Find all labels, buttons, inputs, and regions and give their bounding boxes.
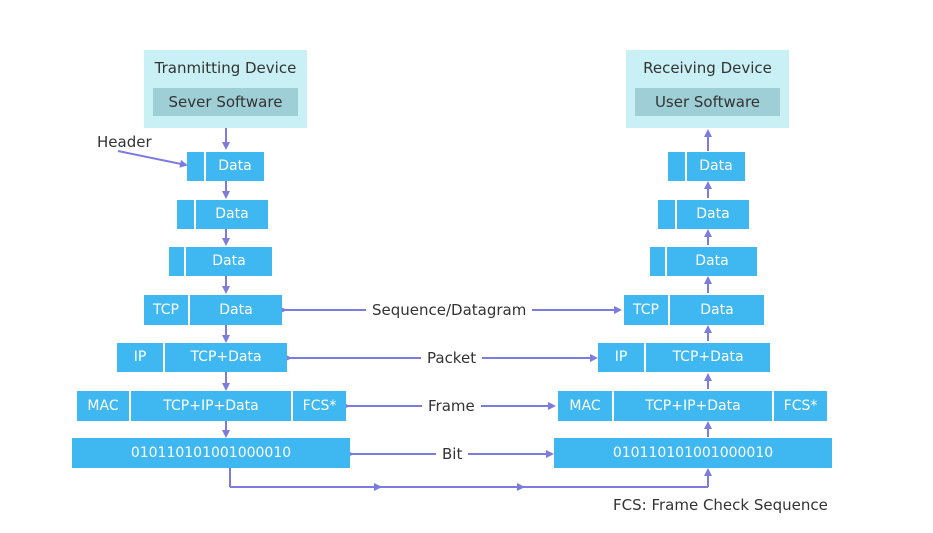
tx-tcp-data: TCP+Data [165,343,287,372]
rx-data-4: Data [670,295,764,325]
tx-data-4: Data [190,295,282,325]
rx-fcs: FCS* [774,391,827,421]
tx-data-3: Data [186,247,272,276]
rx-tcp-ip-data: TCP+IP+Data [614,391,772,421]
rx-data-1: Data [687,152,745,181]
transmitting-device-box: Tranmitting Device Sever Software [144,50,307,128]
tx-mac: MAC [77,391,129,421]
tx-header-seg-1 [187,152,204,181]
sequence-datagram-label: Sequence/Datagram [366,301,533,319]
tx-bits: 010110101001000010 [72,438,350,468]
rx-data-2: Data [677,200,749,229]
tx-data-2: Data [196,200,268,229]
rx-tcp-data: TCP+Data [646,343,770,372]
receiving-device-box: Receiving Device User Software [626,50,789,128]
tx-header-seg-2 [177,200,194,229]
bit-label: Bit [436,445,469,463]
rx-mac: MAC [558,391,612,421]
user-software-box: User Software [635,88,780,116]
tx-fcs: FCS* [293,391,346,421]
header-label: Header [97,133,152,151]
rx-header-seg-3 [650,247,665,276]
rx-header-seg-2 [658,200,675,229]
frame-label: Frame [422,397,481,415]
transmitting-device-title: Tranmitting Device [154,59,297,77]
tx-header-seg-3 [169,247,184,276]
tx-tcp-ip-data: TCP+IP+Data [131,391,291,421]
receiving-device-title: Receiving Device [643,59,772,77]
tx-tcp: TCP [144,295,188,325]
tx-data-1: Data [206,152,264,181]
rx-bits: 010110101001000010 [554,438,832,468]
rx-tcp: TCP [624,295,668,325]
tx-ip: IP [117,343,163,372]
rx-ip: IP [598,343,644,372]
packet-label: Packet [421,349,483,367]
server-software-box: Sever Software [153,88,298,116]
rx-header-seg-1 [668,152,685,181]
rx-data-3: Data [667,247,757,276]
fcs-note: FCS: Frame Check Sequence [613,496,828,514]
